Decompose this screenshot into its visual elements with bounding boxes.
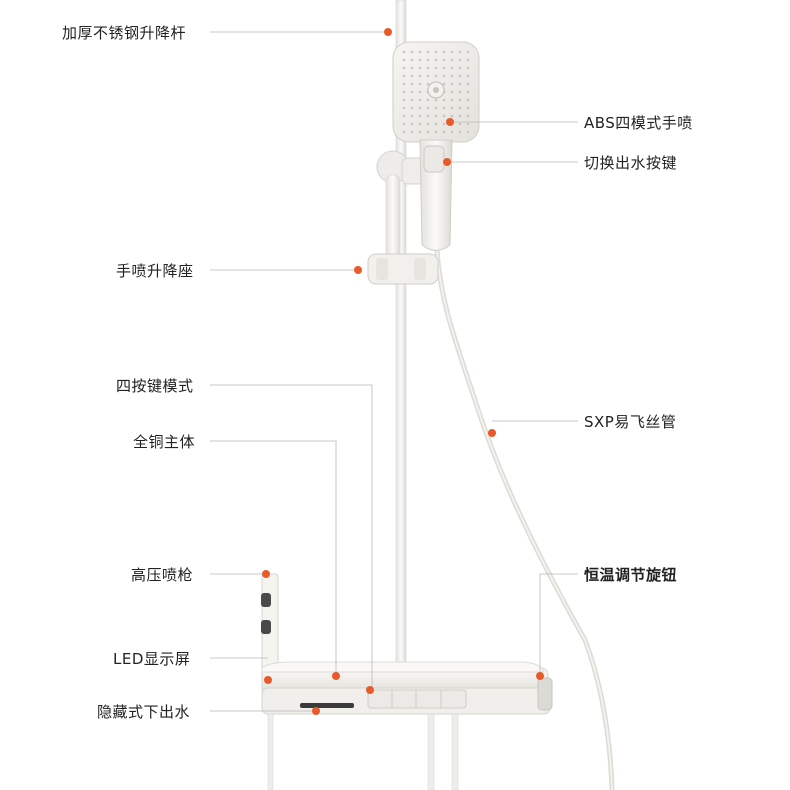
thermostat-shelf [261,661,553,715]
marker-holder [354,266,362,274]
label-switch-button: 切换出水按键 [584,154,678,172]
label-handheld: ABS四模式手喷 [584,114,693,132]
handheld-shower [392,41,480,251]
label-four-button: 四按键模式 [116,377,194,395]
label-rod: 加厚不锈钢升降杆 [62,24,187,42]
callout-markers [262,28,544,715]
label-led-display: LED显示屏 [113,650,191,668]
label-pressure-gun: 高压喷枪 [131,566,194,584]
lower-pipe-2 [427,713,435,790]
label-hidden-outlet: 隐藏式下出水 [97,703,191,721]
marker-led [264,676,272,684]
bracket-arm [385,174,401,261]
marker-outlet [312,707,320,715]
label-copper-body: 全铜主体 [133,433,196,451]
marker-handheld [446,118,454,126]
lower-pipe-1 [267,713,274,790]
label-hose: SXP易飞丝管 [584,413,677,431]
label-thermostat-knob: 恒温调节旋钮 [584,566,678,584]
leader-lines [210,31,578,712]
marker-gun [262,570,270,578]
marker-switch [443,158,451,166]
lower-pipe-3 [451,713,459,790]
slide-holder [367,253,439,285]
marker-buttons [366,686,374,694]
marker-rod [384,28,392,36]
marker-knob [536,672,544,680]
label-holder: 手喷升降座 [116,262,194,280]
marker-hose [488,429,496,437]
marker-copper [332,672,340,680]
